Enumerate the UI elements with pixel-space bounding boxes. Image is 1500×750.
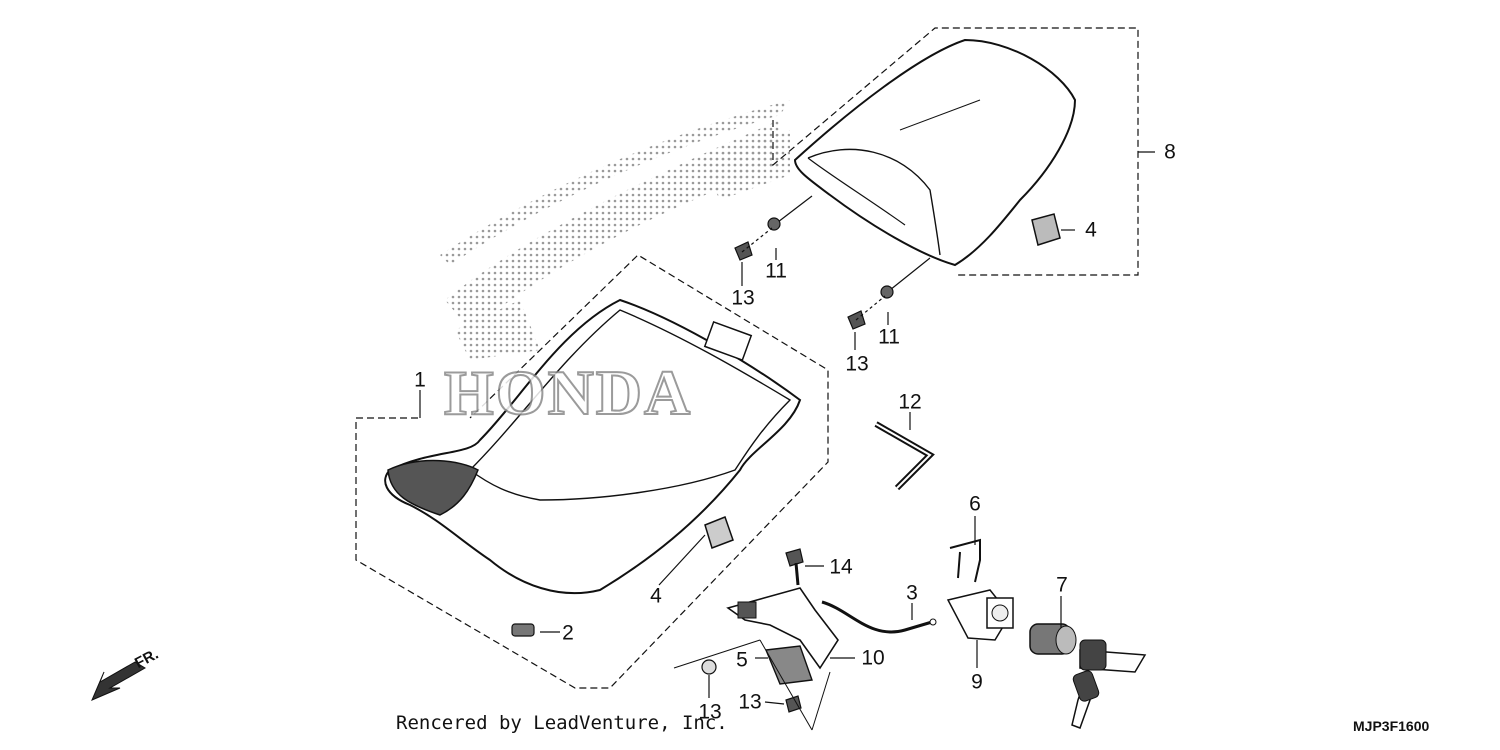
callout-12: 12 bbox=[898, 390, 922, 414]
callout-14: 14 bbox=[829, 555, 853, 579]
callout-5: 5 bbox=[736, 648, 748, 672]
callout-13-middle: 13 bbox=[845, 352, 869, 376]
rendered-by-credit: Rencered by LeadVenture, Inc. bbox=[396, 712, 728, 734]
honda-watermark-text: HONDA bbox=[443, 356, 693, 429]
cowl-fasteners bbox=[734, 195, 931, 330]
callout-6: 6 bbox=[969, 492, 981, 516]
callout-13-upper: 13 bbox=[731, 286, 755, 310]
diagram-code: MJP3F1600 bbox=[1353, 718, 1430, 734]
callout-7: 7 bbox=[1056, 573, 1068, 597]
callout-4-cowl: 4 bbox=[1085, 218, 1097, 242]
callout-13-washer: 13 bbox=[698, 700, 722, 724]
seat-cowl-group bbox=[772, 27, 1155, 276]
callout-9: 9 bbox=[971, 670, 983, 694]
callout-11-upper: 11 bbox=[765, 259, 787, 283]
callout-10: 10 bbox=[861, 646, 885, 670]
callout-3: 3 bbox=[906, 581, 918, 605]
callout-8: 8 bbox=[1164, 140, 1176, 164]
callout-13-screw: 13 bbox=[738, 690, 762, 714]
callout-2: 2 bbox=[562, 621, 574, 645]
hex-wrench bbox=[874, 421, 935, 491]
honda-wing-watermark bbox=[440, 100, 790, 360]
callout-1: 1 bbox=[414, 368, 426, 392]
leader-lines bbox=[419, 229, 1075, 705]
front-direction-arrow bbox=[91, 661, 146, 701]
callout-4-seat: 4 bbox=[650, 584, 662, 608]
seat-latch-assembly bbox=[673, 538, 1147, 731]
main-seat-group bbox=[355, 254, 829, 689]
callout-11-lower: 11 bbox=[878, 325, 900, 349]
